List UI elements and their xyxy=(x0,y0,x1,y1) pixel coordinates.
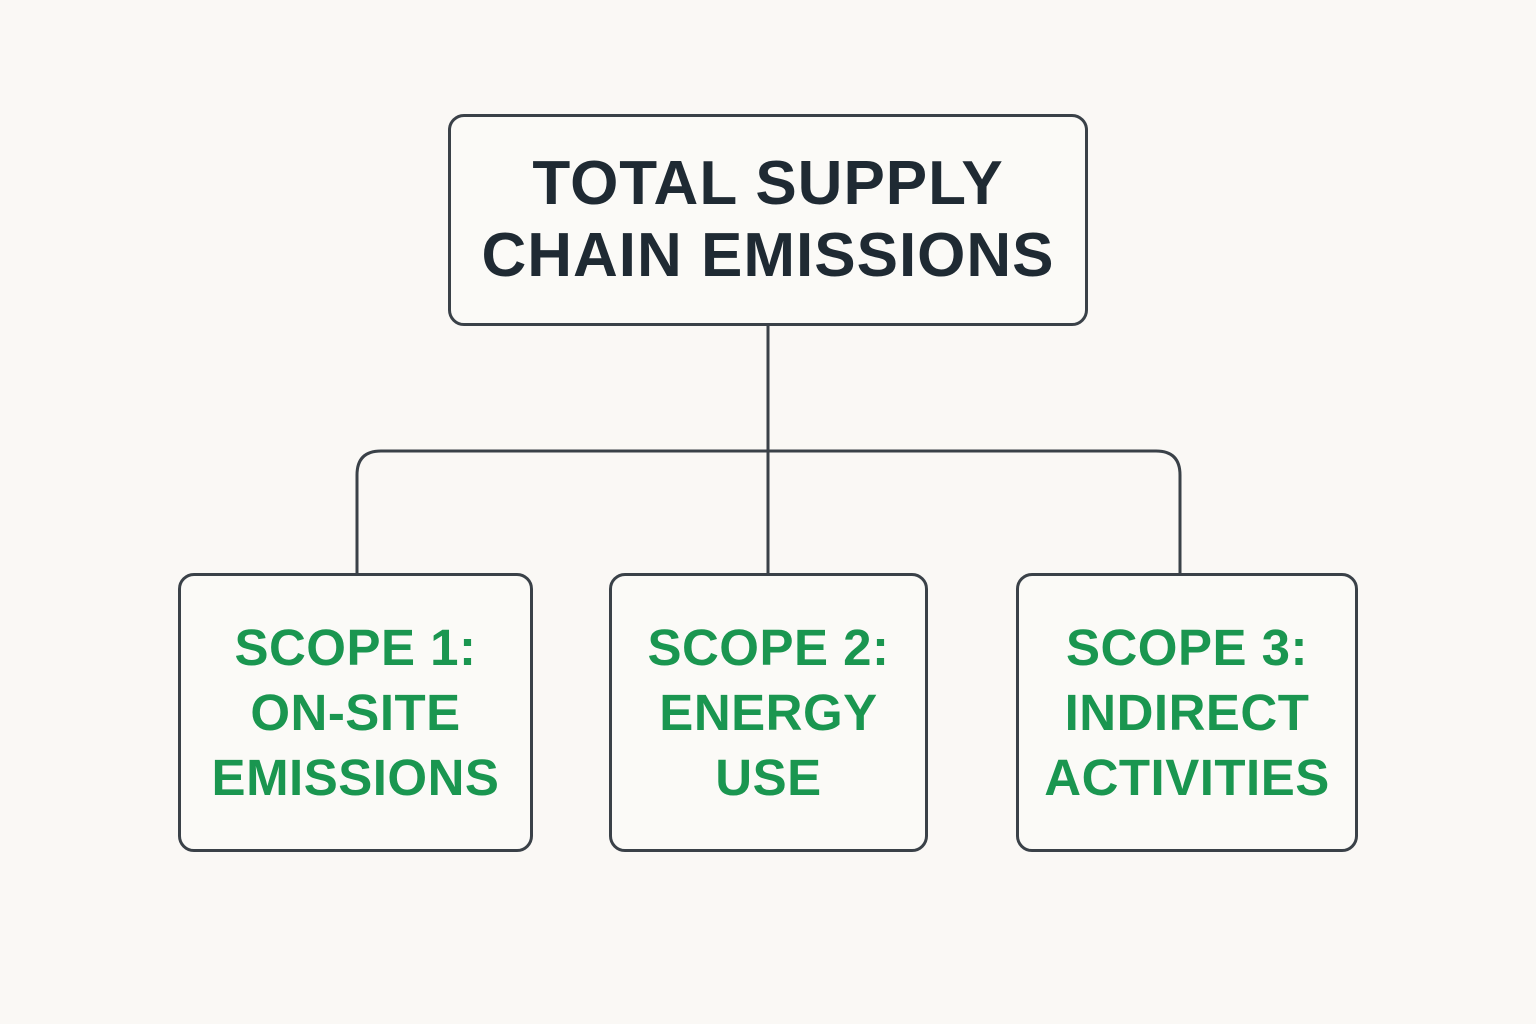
scope-2-label-line-1: SCOPE 2: xyxy=(647,619,890,676)
root-node-total-emissions: TOTAL SUPPLY CHAIN EMISSIONS xyxy=(448,114,1088,326)
scope-2-label-line-3: USE xyxy=(715,749,822,806)
scope-1-label-line-3: EMISSIONS xyxy=(211,749,500,806)
connector-branch-left xyxy=(355,449,768,573)
connector-branch-right xyxy=(768,449,1182,573)
child-node-scope-1: SCOPE 1: ON-SITE EMISSIONS xyxy=(178,573,533,852)
root-label-line-2: CHAIN EMISSIONS xyxy=(481,221,1055,290)
child-node-scope-3: SCOPE 3: INDIRECT ACTIVITIES xyxy=(1016,573,1358,852)
scope-3-label-line-2: INDIRECT xyxy=(1064,684,1310,741)
scope-3-label: SCOPE 3: INDIRECT ACTIVITIES xyxy=(1044,615,1330,810)
scope-1-label-line-2: ON-SITE xyxy=(250,684,461,741)
scope-1-label-line-1: SCOPE 1: xyxy=(234,619,477,676)
scope-2-label: SCOPE 2: ENERGY USE xyxy=(647,615,889,810)
scope-3-label-line-1: SCOPE 3: xyxy=(1065,619,1309,676)
root-label-line-1: TOTAL SUPPLY xyxy=(532,149,1004,218)
root-node-label: TOTAL SUPPLY CHAIN EMISSIONS xyxy=(481,148,1054,292)
scope-1-label: SCOPE 1: ON-SITE EMISSIONS xyxy=(212,615,500,810)
scope-3-label-line-3: ACTIVITIES xyxy=(1044,749,1330,806)
child-node-scope-2: SCOPE 2: ENERGY USE xyxy=(609,573,928,852)
scope-2-label-line-2: ENERGY xyxy=(659,684,878,741)
